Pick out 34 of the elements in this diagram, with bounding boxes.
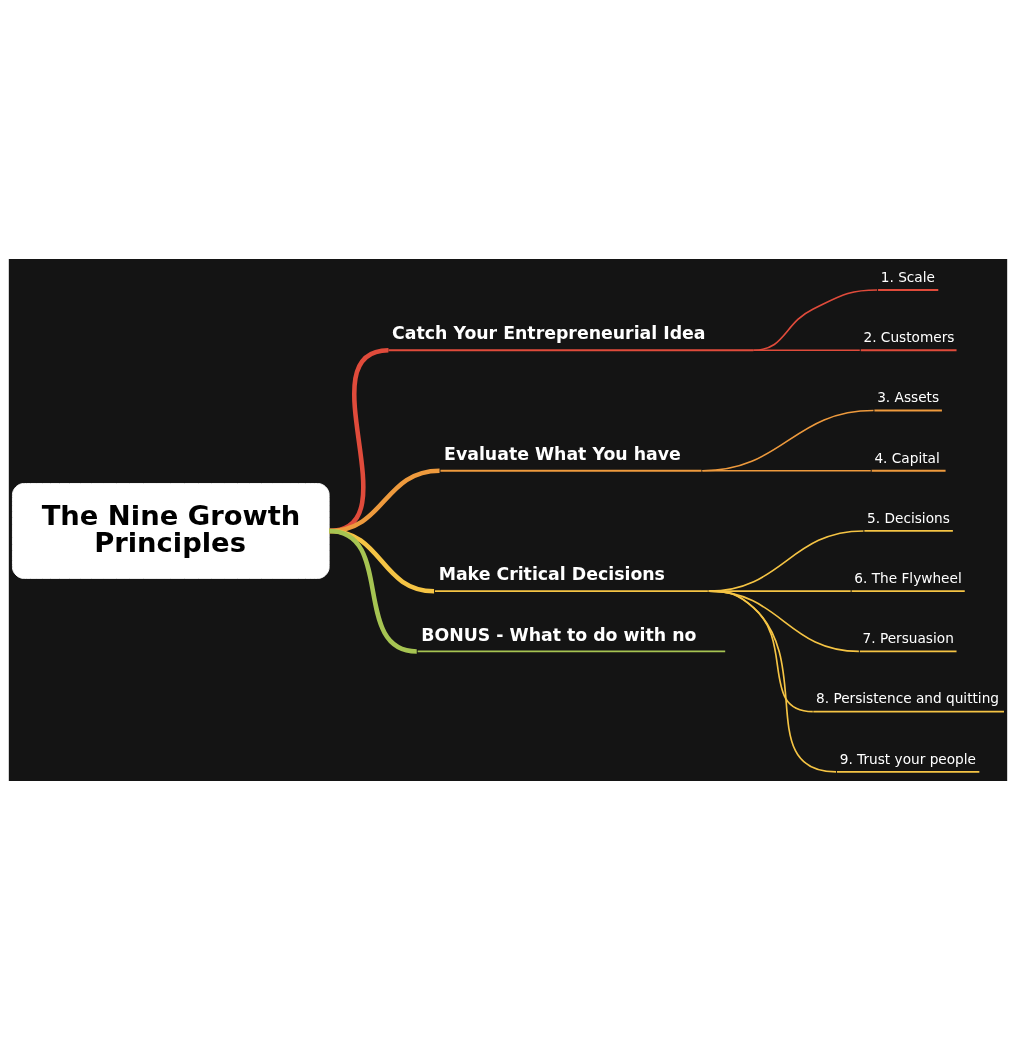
node-box [837, 770, 980, 773]
node-label: 1. Scale [880, 268, 935, 285]
node-label: 3. Assets [877, 389, 940, 406]
node-label: BONUS - What to do with no [421, 624, 697, 645]
node-box [864, 530, 953, 532]
node-box [874, 409, 942, 412]
connector [707, 590, 837, 773]
connector [328, 528, 418, 654]
connector [701, 469, 872, 472]
connector [701, 409, 875, 472]
node-box [878, 289, 939, 291]
node-label: 7. Persuasion [862, 630, 954, 647]
connector [752, 289, 878, 352]
node-label: 2. Customers [863, 329, 955, 346]
node-box [440, 469, 702, 472]
node-box [851, 590, 965, 593]
node-box [388, 349, 754, 352]
node-label: 8. Persistence and quitting [816, 690, 1000, 707]
node-box [859, 650, 957, 653]
node-box: The Nine Growth Principles [12, 483, 330, 579]
connector [752, 349, 861, 352]
connector [328, 468, 440, 534]
node-box [417, 650, 726, 653]
node-label: Catch Your Entrepreneurial Idea [392, 323, 706, 344]
node-label: 5. Decisions [867, 509, 950, 526]
node-label: 6. The Flywheel [854, 569, 962, 586]
node-label: Evaluate What You have [444, 443, 681, 464]
node-box [871, 469, 946, 472]
node-box [435, 590, 708, 593]
node-label: Make Critical Decisions [438, 564, 665, 585]
node-box [860, 349, 957, 352]
node-box [813, 710, 1004, 713]
node-label: 9. Trust your people [839, 750, 977, 767]
node-label: 4. Capital [874, 449, 940, 466]
